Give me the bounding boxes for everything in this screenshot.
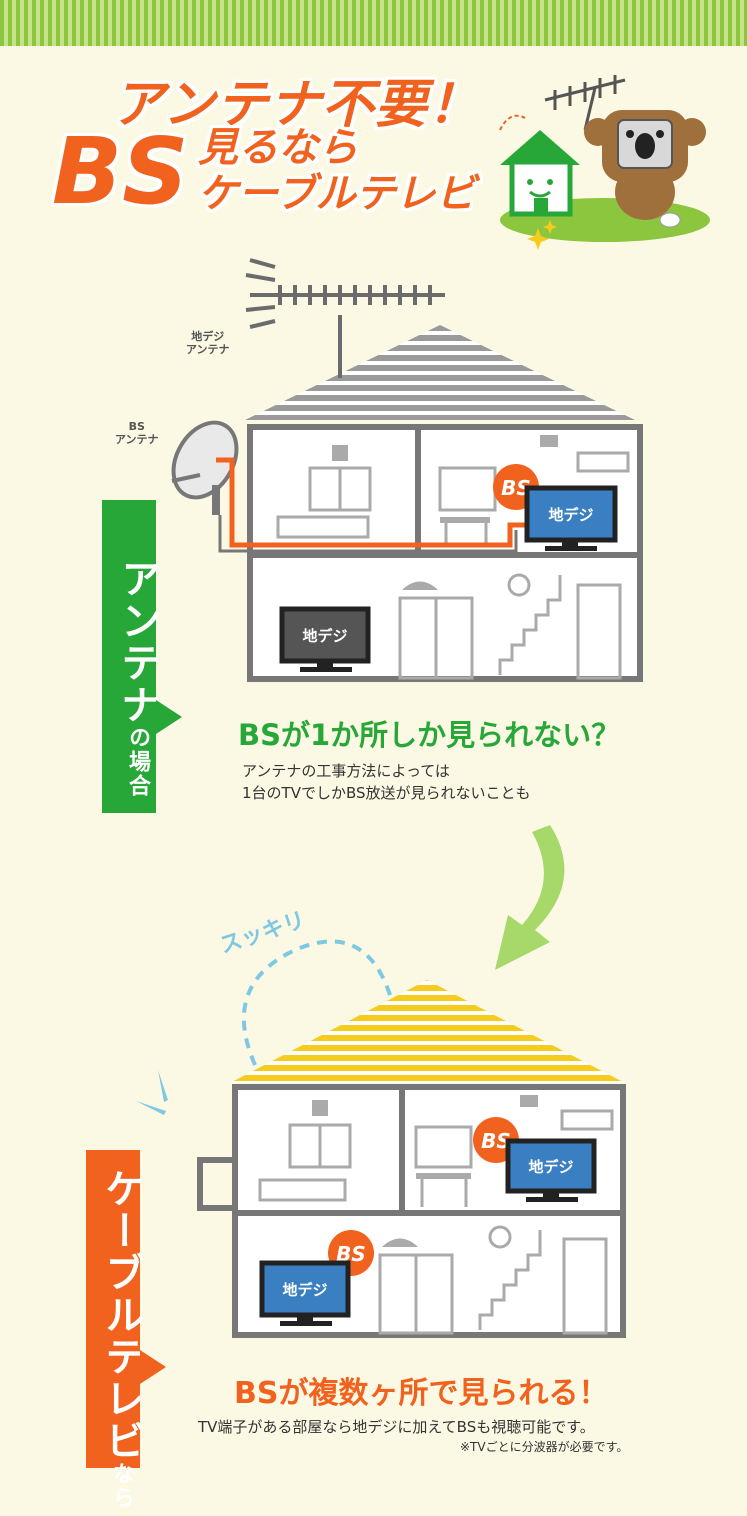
digital-antenna-icon: [250, 293, 445, 378]
digital-antenna-label-line1: 地デジ: [191, 330, 225, 343]
roof-gray: [245, 325, 635, 420]
tv-upper-icon: [524, 485, 618, 551]
bs-antenna-label: BS アンテナ: [115, 420, 159, 446]
sukkiri-arc: [241, 939, 392, 1066]
hero-title-line2: 見るなら: [198, 125, 358, 171]
house-cable-illustration: BS 地デジ BS 地デジ: [197, 980, 626, 1338]
antenna-case-headline: BSが1か所しか見られない？: [238, 718, 621, 752]
cable-gray: [218, 515, 518, 553]
cable-case-band-label: ケーブルテレビなら: [92, 1168, 150, 1510]
antenna-held-icon: [544, 75, 626, 131]
tv-upper-label: 地デジ: [548, 506, 593, 524]
koala-mascot-icon: [584, 110, 706, 228]
tv2-lower-icon: [259, 1260, 351, 1326]
digital-antenna-label-line2: アンテナ: [186, 343, 230, 356]
house-antenna-illustration: BS 地デジ 地デジ: [171, 258, 643, 682]
cable-case-band: ケーブルテレビなら: [86, 1150, 144, 1510]
small-house-icon: [500, 130, 580, 217]
antenna-case-band-suffix: の場合: [125, 726, 150, 798]
transition-arrow-icon: [495, 825, 565, 970]
tv-lower-icon: [279, 606, 371, 672]
tv2-upper-icon: [505, 1138, 597, 1202]
hero-title-line3: ケーブルテレビ: [198, 171, 476, 217]
bs-cable: [216, 457, 528, 548]
hero-title-bs: BS: [52, 118, 189, 225]
cable-case-note: ※TVごとに分波器が必要です。: [460, 1440, 629, 1454]
antenna-case-band: アンテナの場合: [102, 500, 160, 813]
roof-yellow: [230, 980, 625, 1083]
mascot-illustration: [499, 75, 710, 250]
tv2-lower-label: 地デジ: [282, 1281, 327, 1299]
cable-case-body: TV端子がある部屋なら地デジに加えてBSも視聴可能です。: [198, 1418, 595, 1436]
antenna-case-body-line1: アンテナの工事方法によっては: [242, 762, 450, 780]
top-stripe-bar: [0, 0, 747, 46]
removed-antenna-arrow: [499, 114, 526, 131]
antenna-case-arrow: [156, 700, 182, 734]
bs-antenna-label-line2: アンテナ: [115, 433, 159, 446]
shine-marks-icon: [136, 1070, 168, 1115]
cable-case-headline: BSが複数ヶ所で見られる！: [234, 1376, 609, 1411]
antenna-case-band-main: アンテナ: [114, 558, 160, 726]
bs-antenna-label-line1: BS: [128, 420, 145, 433]
antenna-case-body-line2: 1台のTVでしかBS放送が見られないことも: [242, 784, 531, 802]
antenna-case-band-label: アンテナの場合: [108, 558, 166, 798]
digital-antenna-label: 地デジ アンテナ: [186, 330, 230, 356]
tv-lower-label: 地デジ: [302, 627, 347, 645]
cable-case-band-suffix: なら: [109, 1462, 134, 1510]
tv2-upper-label: 地デジ: [528, 1158, 573, 1176]
cable-case-arrow: [140, 1350, 166, 1384]
digital-antenna-elements: [245, 258, 432, 329]
house-body: [247, 424, 643, 682]
bs-antenna-dish-icon: [171, 420, 239, 515]
sparkle-icon: [527, 220, 557, 250]
cable-case-band-main: ケーブルテレビ: [98, 1168, 144, 1462]
hero-title-line1: アンテナ不要！: [112, 75, 481, 135]
